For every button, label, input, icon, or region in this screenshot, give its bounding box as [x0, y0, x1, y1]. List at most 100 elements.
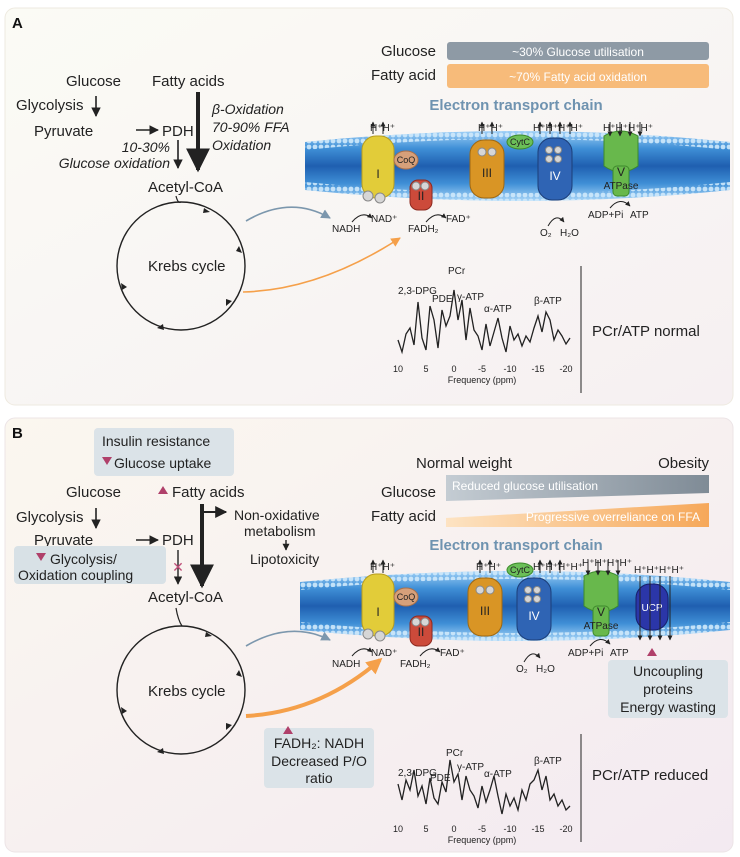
svg-text:ADP+Pi: ADP+Pi — [568, 648, 603, 659]
glucose-label-b: Glucose — [66, 484, 121, 501]
nonox-1: Non-oxidative — [234, 507, 320, 523]
tick-a-0: 10 — [393, 364, 403, 374]
atp-label-a: ATP — [630, 210, 649, 221]
fatty-wedge-text: Progressive overreliance on FFA — [526, 510, 700, 524]
pcr-label-a: PCr — [448, 266, 466, 277]
nad-label-a: NAD⁺ — [371, 214, 397, 225]
pdh-label: PDH — [162, 123, 194, 140]
adp-label-a: ADP+Pi — [588, 210, 623, 221]
status-a: PCr/ATP normal — [592, 323, 700, 340]
ucp-b: UCP — [635, 583, 669, 631]
svg-text:V: V — [597, 605, 605, 619]
krebs-arrow-1 — [203, 208, 210, 213]
glucose-label: Glucose — [66, 73, 121, 90]
cytc-a: CytC — [506, 134, 534, 150]
atpase-label-a: ATPase — [604, 181, 639, 192]
svg-text:ATP: ATP — [610, 648, 629, 659]
dpg-label-a: 2,3-DPG — [398, 286, 437, 297]
tick-a-4: -10 — [503, 364, 516, 374]
panel-b: B Insulin resistance Glucose uptake Gluc… — [4, 417, 734, 853]
svg-text:β-ATP: β-ATP — [534, 756, 562, 767]
down-arrow-icon — [36, 553, 46, 561]
complex-3-a: III — [469, 139, 505, 199]
glucose-wedge — [446, 475, 709, 501]
tick-a-6: -20 — [559, 364, 572, 374]
uncoupling-2: proteins — [643, 681, 693, 697]
spectrum-b: 2,3-DPG PDE PCr γ-ATP α-ATP β-ATP 10 5 0… — [393, 748, 573, 845]
complex-2-a: II — [409, 179, 433, 211]
complex-4-label-a: IV — [549, 169, 560, 183]
ratio-2: Decreased P/O — [271, 753, 367, 769]
svg-text:H⁺H⁺: H⁺H⁺ — [476, 562, 501, 573]
svg-text:-20: -20 — [559, 824, 572, 834]
pdh-label-b: PDH — [162, 532, 194, 549]
bar-glucose-label: Glucose — [381, 43, 436, 60]
glucose-ox-pct: 10-30% — [122, 139, 170, 155]
svg-text:CoQ: CoQ — [397, 592, 416, 602]
coupling-2: Oxidation coupling — [18, 567, 133, 583]
svg-text:-15: -15 — [531, 824, 544, 834]
complex-1-a: I — [361, 135, 395, 204]
uncoupling-1: Uncoupling — [633, 663, 703, 679]
tick-a-3: -5 — [478, 364, 486, 374]
nadh-flow-arrow — [245, 206, 331, 222]
krebs-label-b: Krebs cycle — [148, 683, 226, 700]
svg-text:III: III — [480, 604, 490, 618]
svg-text:-10: -10 — [503, 824, 516, 834]
panel-a-letter: A — [12, 15, 23, 32]
svg-text:FAD⁺: FAD⁺ — [440, 648, 465, 659]
normal-weight-label: Normal weight — [416, 455, 513, 472]
svg-text:PCr: PCr — [446, 748, 464, 759]
svg-text:II: II — [418, 625, 425, 639]
down-arrow-icon — [102, 457, 112, 465]
complex-4-a: IV — [537, 137, 573, 201]
svg-text:H⁺H⁺H⁺H⁺: H⁺H⁺H⁺H⁺ — [634, 565, 684, 576]
svg-text:FADH₂: FADH₂ — [400, 659, 431, 670]
nonox-2: metabolism — [244, 523, 316, 539]
fadh2-flow-arrow — [242, 237, 401, 293]
glucose-ox-label: Glucose oxidation — [59, 155, 171, 171]
protons-3-a: H⁺H⁺ — [478, 123, 503, 134]
spectrum-a: 2,3-DPG PDE PCr γ-ATP α-ATP β-ATP 10 5 0… — [393, 266, 573, 385]
svg-text:NAD⁺: NAD⁺ — [371, 648, 397, 659]
krebs-arrow-4 — [157, 324, 164, 330]
svg-text:H⁺H⁺H⁺H⁺: H⁺H⁺H⁺H⁺ — [533, 562, 583, 573]
svg-text:NADH: NADH — [332, 659, 360, 670]
pyruvate-label-b: Pyruvate — [34, 532, 93, 549]
ucp-label: UCP — [641, 603, 662, 614]
complex-3-label-a: III — [482, 166, 492, 180]
uncoupling-3: Energy wasting — [620, 699, 716, 715]
obesity-label: Obesity — [658, 455, 709, 472]
spectrum-line-b — [397, 759, 571, 815]
fad-label-a: FAD⁺ — [446, 214, 471, 225]
spectrum-line-a — [397, 289, 571, 355]
glucose-uptake-label: Glucose uptake — [114, 455, 211, 471]
insulin-box — [94, 428, 234, 476]
krebs-arrow-3 — [226, 299, 232, 306]
complex-2-b: II — [409, 615, 433, 647]
insulin-resistance-label: Insulin resistance — [102, 433, 210, 449]
etc-title-a: Electron transport chain — [429, 97, 602, 114]
panel-b-letter: B — [12, 425, 23, 442]
complex-4-b: IV — [516, 577, 552, 641]
beta-ox-2: 70-90% FFA — [212, 119, 290, 135]
glucose-wedge-text: Reduced glucose utilisation — [452, 479, 598, 493]
svg-text:O₂: O₂ — [516, 664, 528, 675]
krebs-label: Krebs cycle — [148, 258, 226, 275]
svg-text:PDE: PDE — [430, 773, 451, 784]
bar-fatty-label-b: Fatty acid — [371, 508, 436, 525]
svg-text:0: 0 — [451, 824, 456, 834]
beta-ox-3: Oxidation — [212, 137, 271, 153]
svg-text:H₂O: H₂O — [536, 664, 555, 675]
fatty-acids-label: Fatty acids — [152, 73, 225, 90]
svg-text:γ-ATP: γ-ATP — [457, 762, 484, 773]
krebs-cycle-circle-b — [116, 625, 246, 755]
svg-text:H⁺H⁺H⁺H⁺: H⁺H⁺H⁺H⁺ — [582, 558, 632, 569]
ratio-1: FADH₂: NADH — [274, 735, 364, 751]
krebs-arrow-5 — [121, 283, 127, 290]
protons-4-a: H⁺H⁺H⁺H⁺ — [533, 123, 583, 134]
bar-fatty-label: Fatty acid — [371, 67, 436, 84]
pyruvate-label: Pyruvate — [34, 123, 93, 140]
complex-5-label-a: V — [617, 165, 625, 179]
coq-label-a: CoQ — [397, 155, 416, 165]
